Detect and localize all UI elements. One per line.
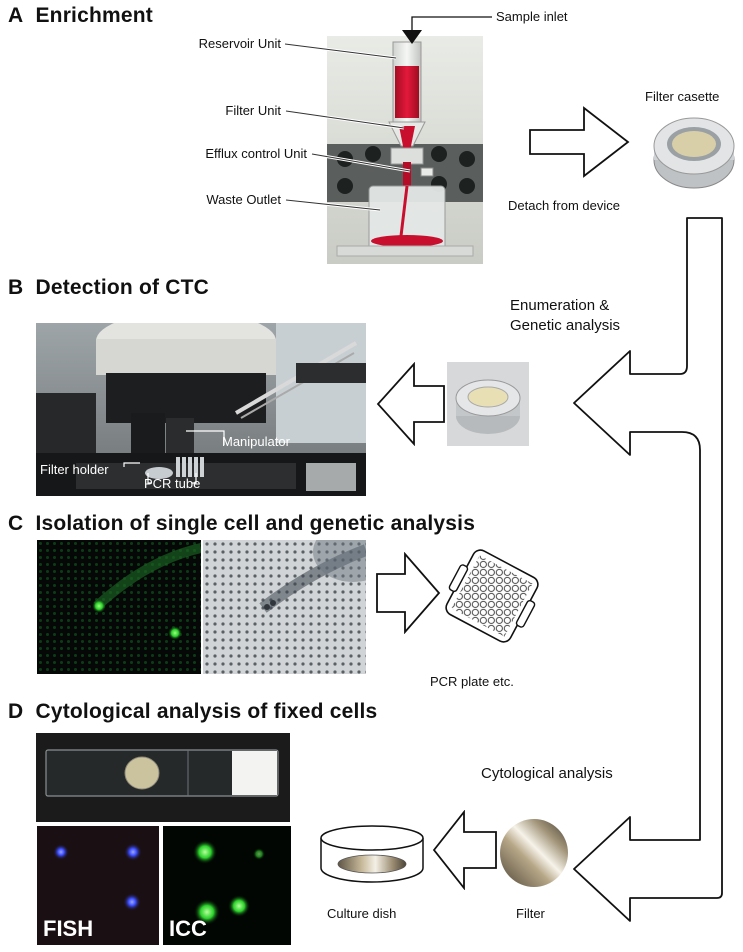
waste-outlet-label: Waste Outlet	[206, 192, 281, 207]
culture-dish-icon	[317, 824, 427, 890]
icc-label: ICC	[169, 916, 207, 941]
enrichment-leader-lines	[284, 16, 492, 212]
section-title-text: Isolation of single cell and genetic ana…	[35, 512, 476, 535]
fluorescence-image	[37, 540, 201, 674]
filter-casette-closeup	[447, 362, 529, 446]
microscope-photo: Manipulator Filter holder PCR tube	[36, 323, 366, 496]
fish-image: FISH	[37, 826, 159, 945]
section-letter: D	[8, 700, 24, 723]
microscope-callouts	[123, 430, 225, 484]
hollow-arrow-right-small-icon	[376, 552, 441, 634]
section-b-title: B Detection of CTC	[8, 276, 209, 300]
section-letter: C	[8, 512, 24, 535]
section-letter: A	[8, 4, 24, 27]
hollow-arrow-right-icon	[529, 106, 630, 178]
hollow-arrow-left-icon	[376, 362, 445, 446]
icc-image: ICC	[163, 826, 291, 945]
enumeration-label: Enumeration &	[510, 297, 610, 314]
genetic-analysis-label: Genetic analysis	[510, 317, 621, 334]
section-letter: B	[8, 276, 24, 299]
filter-label: Filter	[516, 906, 545, 921]
fish-label: FISH	[43, 916, 94, 941]
pcr-plate-icon	[442, 546, 542, 646]
efflux-control-unit-label: Efflux control Unit	[205, 146, 307, 161]
section-title-text: Detection of CTC	[35, 276, 209, 299]
filter-casette-image	[650, 108, 738, 192]
detach-from-device-label: Detach from device	[508, 198, 620, 213]
brightfield-image	[203, 540, 366, 674]
section-title-text: Enrichment	[35, 4, 153, 27]
section-a-title: A Enrichment	[8, 4, 153, 28]
inlet-arrow-icon	[402, 30, 422, 44]
section-c-title: C Isolation of single cell and genetic a…	[8, 512, 475, 536]
pcr-tube-label: PCR tube	[144, 476, 201, 491]
hollow-arrow-left-small-icon	[432, 810, 497, 890]
filter-casette-label: Filter casette	[645, 89, 720, 104]
pcr-plate-label: PCR plate etc.	[430, 674, 514, 689]
filter-holder-label: Filter holder	[40, 462, 109, 477]
filter-disk-icon	[498, 817, 570, 889]
glass-slide-photo	[36, 733, 290, 822]
section-title-text: Cytological analysis of fixed cells	[35, 700, 378, 723]
culture-dish-label: Culture dish	[327, 906, 397, 921]
manipulator-label: Manipulator	[222, 434, 290, 449]
section-d-title: D Cytological analysis of fixed cells	[8, 700, 377, 724]
cytological-analysis-label: Cytological analysis	[481, 765, 613, 782]
filter-unit-label: Filter Unit	[225, 103, 281, 118]
reservoir-unit-label: Reservoir Unit	[198, 36, 281, 51]
sample-inlet-label: Sample inlet	[496, 9, 568, 24]
